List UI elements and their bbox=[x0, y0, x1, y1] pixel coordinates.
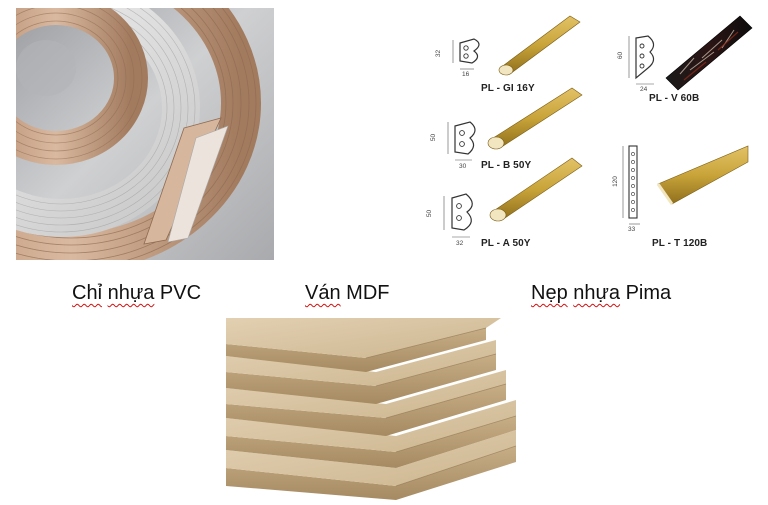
pvc-edge-banding-photo bbox=[16, 8, 274, 260]
dimension-label: 120 bbox=[611, 176, 619, 187]
caption-word: PVC bbox=[159, 282, 202, 304]
dimension-label: 50 bbox=[430, 133, 438, 142]
profile-code: PL - B 50Y bbox=[481, 160, 532, 171]
profile-v60b-strip bbox=[665, 15, 753, 91]
caption-mdf-board: Ván MDF bbox=[305, 281, 389, 305]
dimension-label: 24 bbox=[640, 86, 648, 93]
profile-code: PL - GI 16Y bbox=[481, 83, 535, 94]
profile-v60b-cross-section bbox=[628, 35, 655, 85]
profile-gi16y-cross-section bbox=[452, 38, 480, 70]
dimension-label: 32 bbox=[456, 240, 464, 247]
profile-t120b-cross-section bbox=[622, 145, 640, 225]
caption-word: Nẹp bbox=[531, 282, 568, 304]
profile-a50y-strip bbox=[489, 157, 583, 222]
caption-pima-trim: Nẹp nhựa Pima bbox=[531, 281, 671, 305]
dimension-label: 16 bbox=[462, 71, 470, 78]
caption-word: Pima bbox=[625, 282, 672, 304]
profile-code: PL - A 50Y bbox=[481, 238, 531, 249]
dimension-label: 60 bbox=[617, 51, 625, 60]
dimension-label: 32 bbox=[435, 49, 443, 58]
dimension-label: 50 bbox=[426, 209, 434, 218]
caption-word: Chỉ bbox=[72, 282, 103, 304]
profile-b50y-cross-section bbox=[447, 121, 476, 161]
dimension-label: 33 bbox=[628, 226, 636, 233]
caption-word: MDF bbox=[346, 282, 390, 304]
profile-code: PL - V 60B bbox=[649, 93, 700, 104]
profile-gi16y-strip bbox=[498, 15, 581, 76]
profile-code: PL - T 120B bbox=[652, 238, 708, 249]
profile-t120b-strip bbox=[656, 145, 749, 205]
mdf-boards-photo bbox=[226, 318, 517, 500]
caption-word: nhựa bbox=[107, 282, 155, 304]
profile-b50y-strip bbox=[487, 87, 583, 150]
caption-pvc-edge-banding: Chỉ nhựa PVC bbox=[72, 281, 201, 305]
profile-a50y-cross-section bbox=[443, 193, 473, 238]
caption-word: Ván bbox=[305, 282, 341, 304]
dimension-label: 30 bbox=[459, 163, 467, 170]
pima-profile-catalog: PL - GI 16Y PL - B 50Y PL - A 50Y PL - V… bbox=[422, 8, 762, 260]
caption-word: nhựa bbox=[573, 282, 621, 304]
